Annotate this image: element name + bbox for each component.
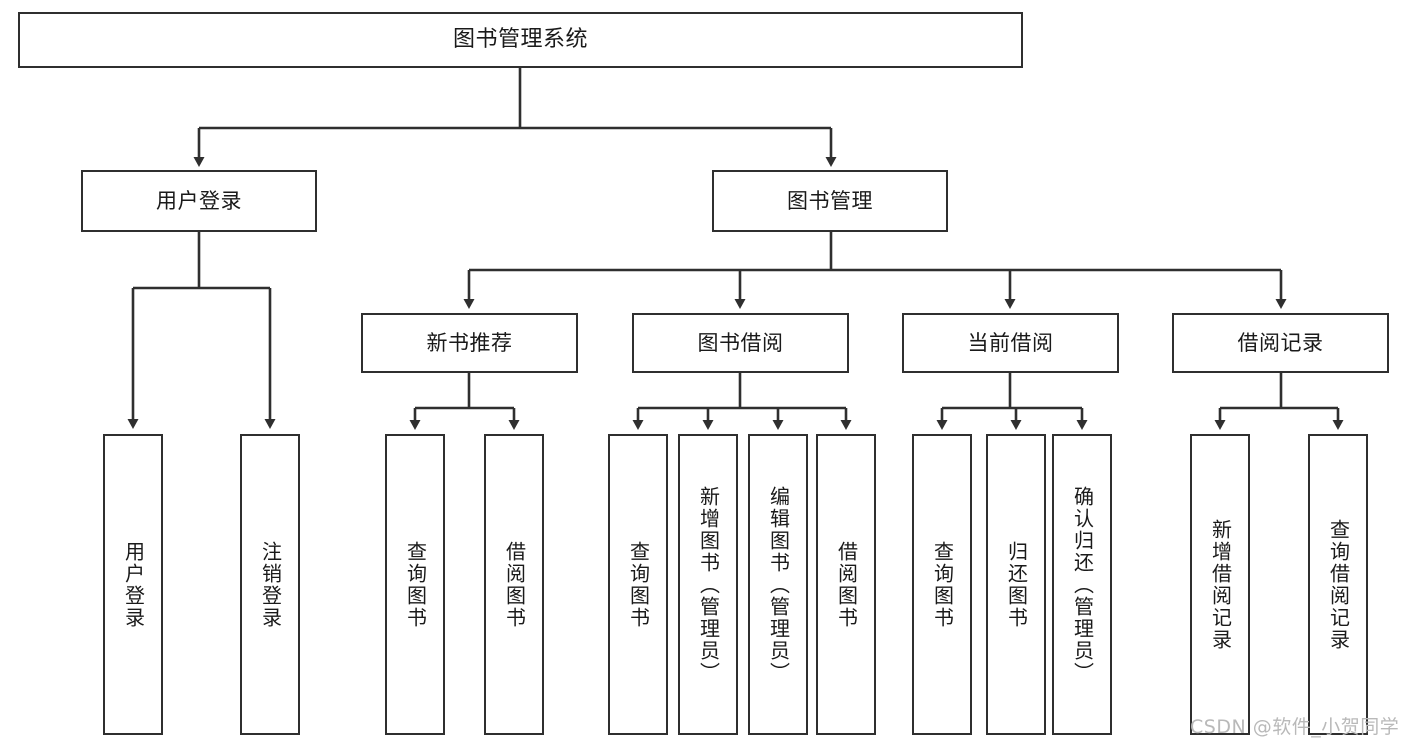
node-leaf-add-borrow-record[interactable]: 新增借阅记录 <box>1190 434 1250 735</box>
node-leaf-query-borrow-record[interactable]: 查询借阅记录 <box>1308 434 1368 735</box>
node-leaf-logout-login[interactable]: 注销登录 <box>240 434 300 735</box>
node-current-borrow[interactable]: 当前借阅 <box>902 313 1119 373</box>
node-leaf-logout-login-label: 注销登录 <box>258 540 283 629</box>
node-user-login[interactable]: 用户登录 <box>81 170 317 232</box>
node-borrow-record[interactable]: 借阅记录 <box>1172 313 1389 373</box>
node-leaf-borrow-book-1[interactable]: 借阅图书 <box>484 434 544 735</box>
node-leaf-add-book-admin[interactable]: 新增图书（管理员） <box>678 434 738 735</box>
node-leaf-user-login[interactable]: 用户登录 <box>103 434 163 735</box>
node-root-label: 图书管理系统 <box>452 27 588 53</box>
node-leaf-edit-book-admin[interactable]: 编辑图书（管理员） <box>748 434 808 735</box>
node-leaf-query-book-2-label: 查询图书 <box>626 540 651 629</box>
node-new-book-recommend-label: 新书推荐 <box>426 330 513 355</box>
node-leaf-query-book-3-label: 查询图书 <box>930 540 955 629</box>
node-book-borrow[interactable]: 图书借阅 <box>632 313 849 373</box>
node-borrow-record-label: 借阅记录 <box>1237 330 1324 355</box>
node-leaf-borrow-book-2-label: 借阅图书 <box>834 540 859 629</box>
node-leaf-confirm-return-admin-label: 确认归还（管理员） <box>1070 485 1095 684</box>
node-leaf-query-book-2[interactable]: 查询图书 <box>608 434 668 735</box>
node-leaf-borrow-book-1-label: 借阅图书 <box>502 540 527 629</box>
node-leaf-query-book-3[interactable]: 查询图书 <box>912 434 972 735</box>
node-leaf-borrow-book-2[interactable]: 借阅图书 <box>816 434 876 735</box>
node-new-book-recommend[interactable]: 新书推荐 <box>361 313 578 373</box>
node-leaf-return-book[interactable]: 归还图书 <box>986 434 1046 735</box>
node-leaf-confirm-return-admin[interactable]: 确认归还（管理员） <box>1052 434 1112 735</box>
node-user-login-label: 用户登录 <box>156 188 242 213</box>
node-leaf-edit-book-admin-label: 编辑图书（管理员） <box>766 485 791 684</box>
node-leaf-add-book-admin-label: 新增图书（管理员） <box>696 485 721 684</box>
node-book-management[interactable]: 图书管理 <box>712 170 948 232</box>
node-leaf-add-borrow-record-label: 新增借阅记录 <box>1208 518 1233 651</box>
node-book-borrow-label: 图书借阅 <box>697 330 784 355</box>
node-leaf-query-book-1[interactable]: 查询图书 <box>385 434 445 735</box>
node-current-borrow-label: 当前借阅 <box>967 330 1054 355</box>
node-book-management-label: 图书管理 <box>787 188 873 213</box>
node-leaf-return-book-label: 归还图书 <box>1004 540 1029 629</box>
node-leaf-query-borrow-record-label: 查询借阅记录 <box>1326 518 1351 651</box>
node-leaf-query-book-1-label: 查询图书 <box>403 540 428 629</box>
node-leaf-user-login-label: 用户登录 <box>121 540 146 629</box>
node-root[interactable]: 图书管理系统 <box>18 12 1023 68</box>
